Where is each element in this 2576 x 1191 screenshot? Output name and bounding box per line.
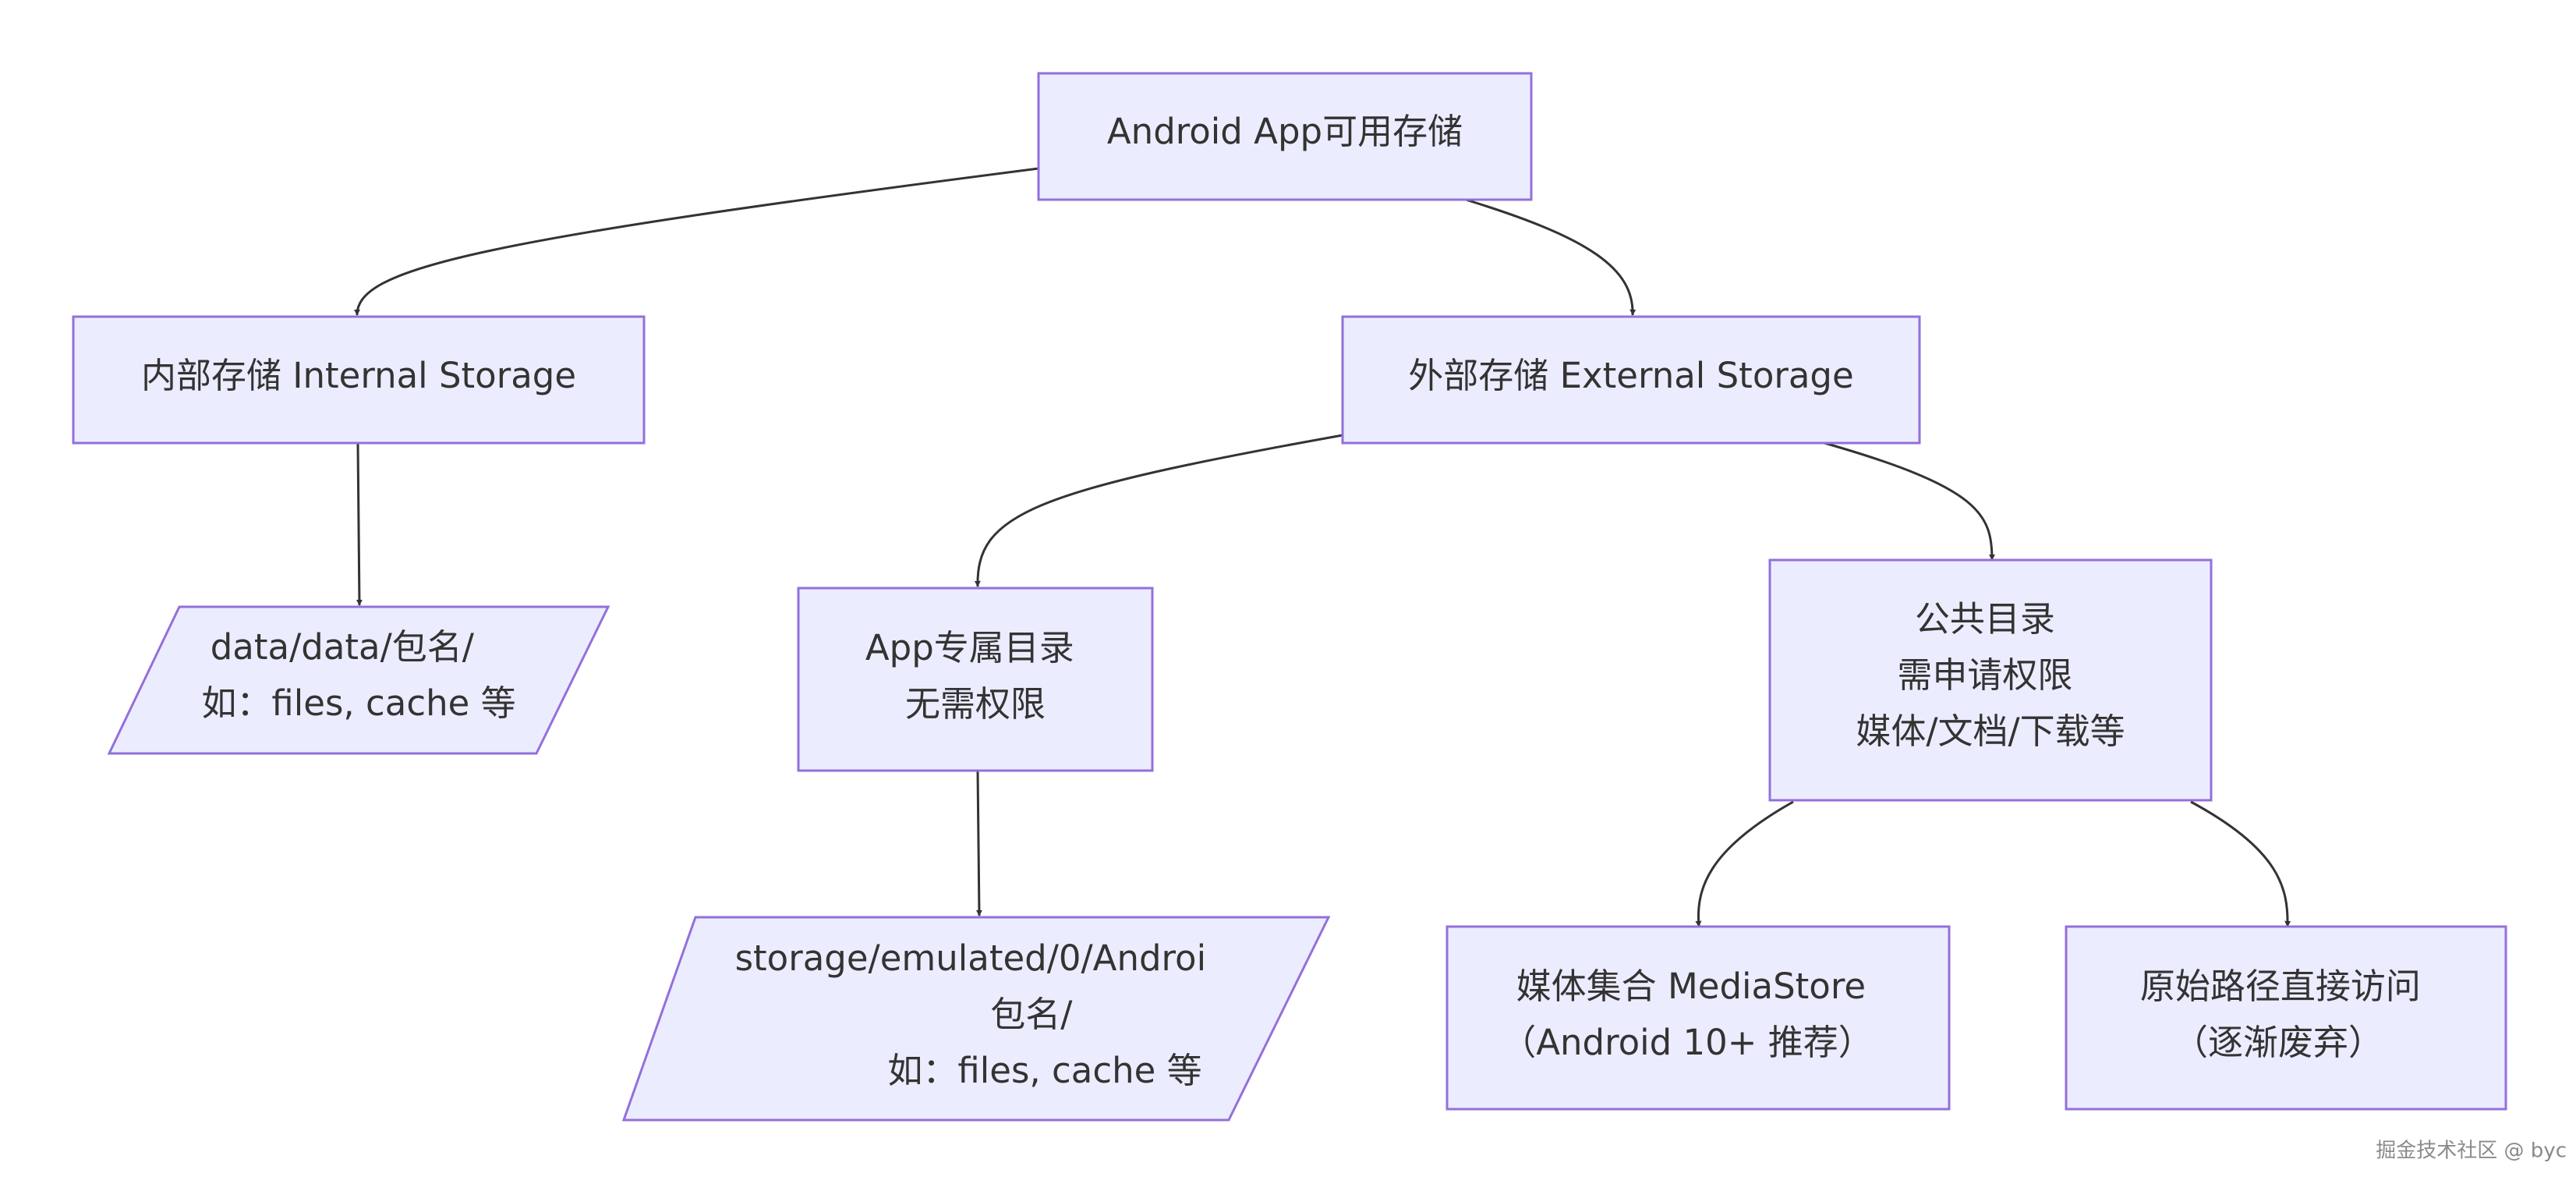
node-public-dirs-line-2: 需申请权限	[1897, 654, 2072, 696]
node-app-specific-dir-box	[797, 587, 1154, 772]
svg-text:Android App可用存储: Android App可用存储	[1107, 111, 1463, 152]
node-app-specific-path-line-1: storage/emulated/0/Androi	[735, 938, 1207, 979]
node-raw-path: 原始路径直接访问 （逐渐废弃）	[2065, 925, 2507, 1111]
node-mediastore-line-2: （Android 10+ 推荐）	[1501, 1022, 1874, 1063]
svg-text:App专属目录 无需权限: App专属目录 无需权限	[865, 627, 1085, 725]
svg-text:公共目录 需申请权限 媒体/文档/下: 公共目录 需申请权限 媒体/文档/下载等	[1856, 598, 2125, 752]
node-root-label: Android App可用存储	[1107, 111, 1463, 152]
node-external-storage-label: 外部存储 External Storage	[1408, 355, 1853, 396]
node-external-storage: 外部存储 External Storage	[1341, 315, 1921, 445]
node-internal-path-line-1: data/data/包名/	[211, 626, 475, 668]
node-external-storage-box	[1341, 315, 1921, 445]
node-root-box	[1037, 72, 1533, 201]
edge-public-raw	[2190, 800, 2291, 927]
edge-external-public	[1824, 441, 1995, 561]
node-app-specific-path-shape	[621, 916, 1331, 1122]
node-app-specific-dir-line-1: App专属目录	[865, 627, 1074, 668]
node-internal-storage-box	[72, 315, 646, 445]
node-app-specific-dir: App专属目录 无需权限	[797, 587, 1154, 772]
svg-text:原始路径直接访问 （逐渐废弃）: 原始路径直接访问 （逐渐废弃）	[2140, 966, 2432, 1063]
node-public-dirs-box	[1768, 558, 2213, 802]
svg-text:data/data/包名/ 如：files, c: data/data/包名/ 如：files, cache 等	[201, 626, 515, 724]
node-internal-path-shape	[107, 605, 610, 755]
svg-text:外部存储 External Storage: 外部存储 External Storage	[1408, 355, 1853, 396]
node-internal-path: data/data/包名/ 如：files, cache 等	[107, 605, 610, 755]
edge-public-mediastore	[1695, 800, 1794, 927]
svg-text:内部存储 Internal Storage: 内部存储 Internal Storage	[141, 355, 576, 396]
node-app-specific-dir-line-2: 无需权限	[905, 683, 1046, 725]
edge-root-internal	[354, 167, 1039, 316]
node-app-specific-path-line-2: 包名/	[990, 994, 1073, 1035]
edge-appspecific-path	[975, 770, 982, 916]
node-root: Android App可用存储	[1037, 72, 1533, 201]
node-public-dirs-line-3: 媒体/文档/下载等	[1856, 711, 2125, 752]
node-mediastore-box	[1445, 925, 1951, 1111]
node-raw-path-line-1: 原始路径直接访问	[2140, 966, 2421, 1007]
svg-text:storage/emulated/0/Androi: storage/emulated/0/Androi 包名/ 如：files, c…	[735, 938, 1218, 1091]
node-app-specific-path-line-3: 如：files, cache 等	[887, 1050, 1201, 1091]
node-public-dirs: 公共目录 需申请权限 媒体/文档/下载等	[1768, 558, 2213, 802]
node-internal-storage-label: 内部存储 Internal Storage	[141, 355, 576, 396]
node-mediastore-line-1: 媒体集合 MediaStore	[1516, 966, 1866, 1007]
edges	[354, 167, 2291, 927]
svg-text:媒体集合 MediaStore （Android: 媒体集合 MediaStore （Android 10+ 推荐）	[1501, 966, 1877, 1063]
node-public-dirs-line-1: 公共目录	[1915, 598, 2055, 640]
watermark: 掘金技术社区 @ byc	[2376, 1140, 2567, 1163]
node-raw-path-line-2: （逐渐废弃）	[2173, 1022, 2383, 1063]
node-app-specific-path: storage/emulated/0/Androi 包名/ 如：files, c…	[621, 916, 1331, 1122]
edge-root-external	[1465, 198, 1637, 316]
node-internal-storage: 内部存储 Internal Storage	[72, 315, 646, 445]
node-internal-path-line-2: 如：files, cache 等	[201, 682, 515, 724]
node-mediastore: 媒体集合 MediaStore （Android 10+ 推荐）	[1445, 925, 1951, 1111]
node-raw-path-box	[2065, 925, 2507, 1111]
edge-internal-path	[356, 442, 363, 606]
edge-external-appspecific	[974, 434, 1343, 587]
